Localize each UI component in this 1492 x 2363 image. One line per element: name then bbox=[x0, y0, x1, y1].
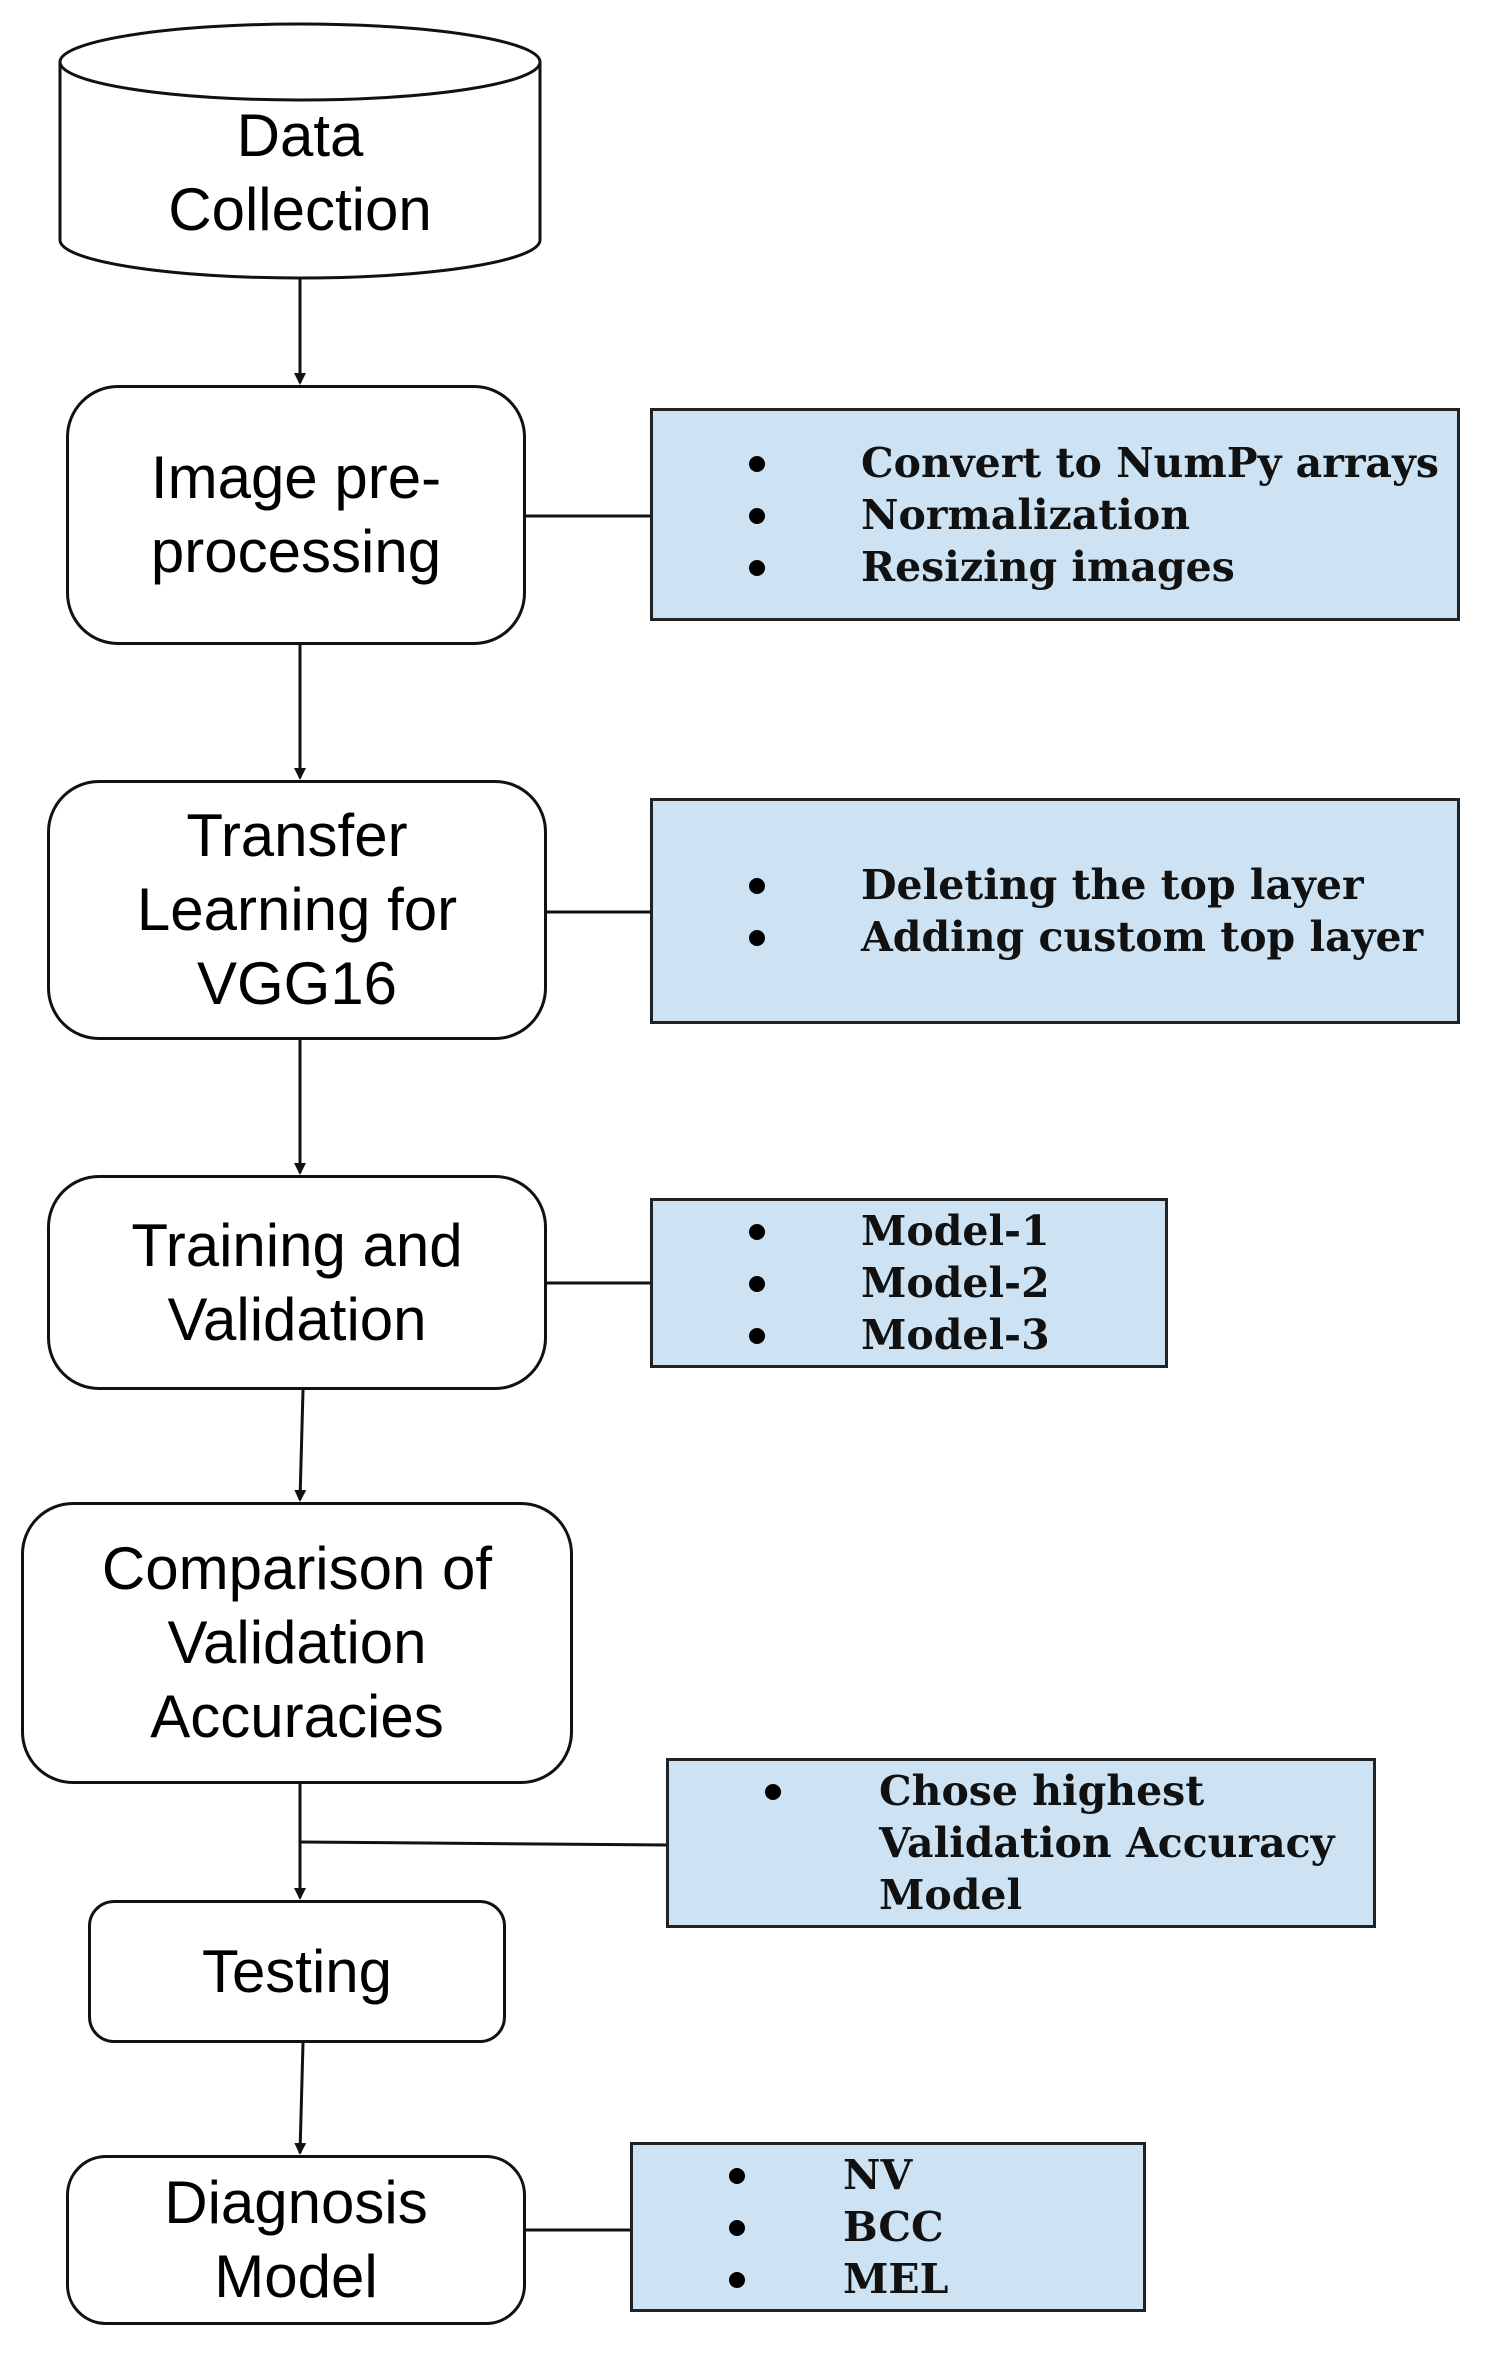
data-collection-label: Data Collection bbox=[168, 101, 432, 243]
image-preprocessing-label: Image pre- processing bbox=[150, 444, 442, 585]
list-item: Model-3 bbox=[653, 1309, 1165, 1361]
transfer-note: Deleting the top layer Adding custom top… bbox=[650, 798, 1460, 1024]
list-item: Model-2 bbox=[653, 1257, 1165, 1309]
list-item: Chose highest Validation Accuracy Model bbox=[669, 1765, 1373, 1921]
comparison-label: Comparison of Validation Accuracies bbox=[101, 1535, 493, 1750]
diagnosis-model-node: Diagnosis Model bbox=[66, 2155, 526, 2325]
transfer-note-list: Deleting the top layer Adding custom top… bbox=[653, 859, 1457, 963]
list-item: Model-1 bbox=[653, 1205, 1165, 1257]
transfer-learning-label: Transfer Learning for VGG16 bbox=[136, 802, 458, 1017]
training-validation-label: Training and Validation bbox=[131, 1211, 463, 1353]
classes-note: NV BCC MEL bbox=[630, 2142, 1146, 2312]
training-validation-node: Training and Validation bbox=[47, 1175, 547, 1390]
comparison-node: Comparison of Validation Accuracies bbox=[21, 1502, 573, 1784]
list-item: Normalization bbox=[653, 489, 1457, 541]
preprocessing-note: Convert to NumPy arrays Normalization Re… bbox=[650, 408, 1460, 621]
diagnosis-model-label: Diagnosis Model bbox=[164, 2169, 428, 2310]
list-item: BCC bbox=[633, 2201, 1143, 2253]
testing-node: Testing bbox=[88, 1900, 506, 2043]
classes-note-list: NV BCC MEL bbox=[633, 2149, 1143, 2305]
preprocessing-note-list: Convert to NumPy arrays Normalization Re… bbox=[653, 437, 1457, 593]
models-note: Model-1 Model-2 Model-3 bbox=[650, 1198, 1168, 1368]
list-item: NV bbox=[633, 2149, 1143, 2201]
testing-label: Testing bbox=[201, 1937, 393, 2005]
list-item: Adding custom top layer bbox=[653, 911, 1457, 963]
list-item: Resizing images bbox=[653, 541, 1457, 593]
selection-note: Chose highest Validation Accuracy Model bbox=[666, 1758, 1376, 1928]
image-preprocessing-node: Image pre- processing bbox=[66, 385, 526, 645]
selection-note-list: Chose highest Validation Accuracy Model bbox=[669, 1765, 1373, 1921]
list-item: Convert to NumPy arrays bbox=[653, 437, 1457, 489]
models-note-list: Model-1 Model-2 Model-3 bbox=[653, 1205, 1165, 1361]
transfer-learning-node: Transfer Learning for VGG16 bbox=[47, 780, 547, 1040]
list-item: MEL bbox=[633, 2253, 1143, 2305]
list-item: Deleting the top layer bbox=[653, 859, 1457, 911]
